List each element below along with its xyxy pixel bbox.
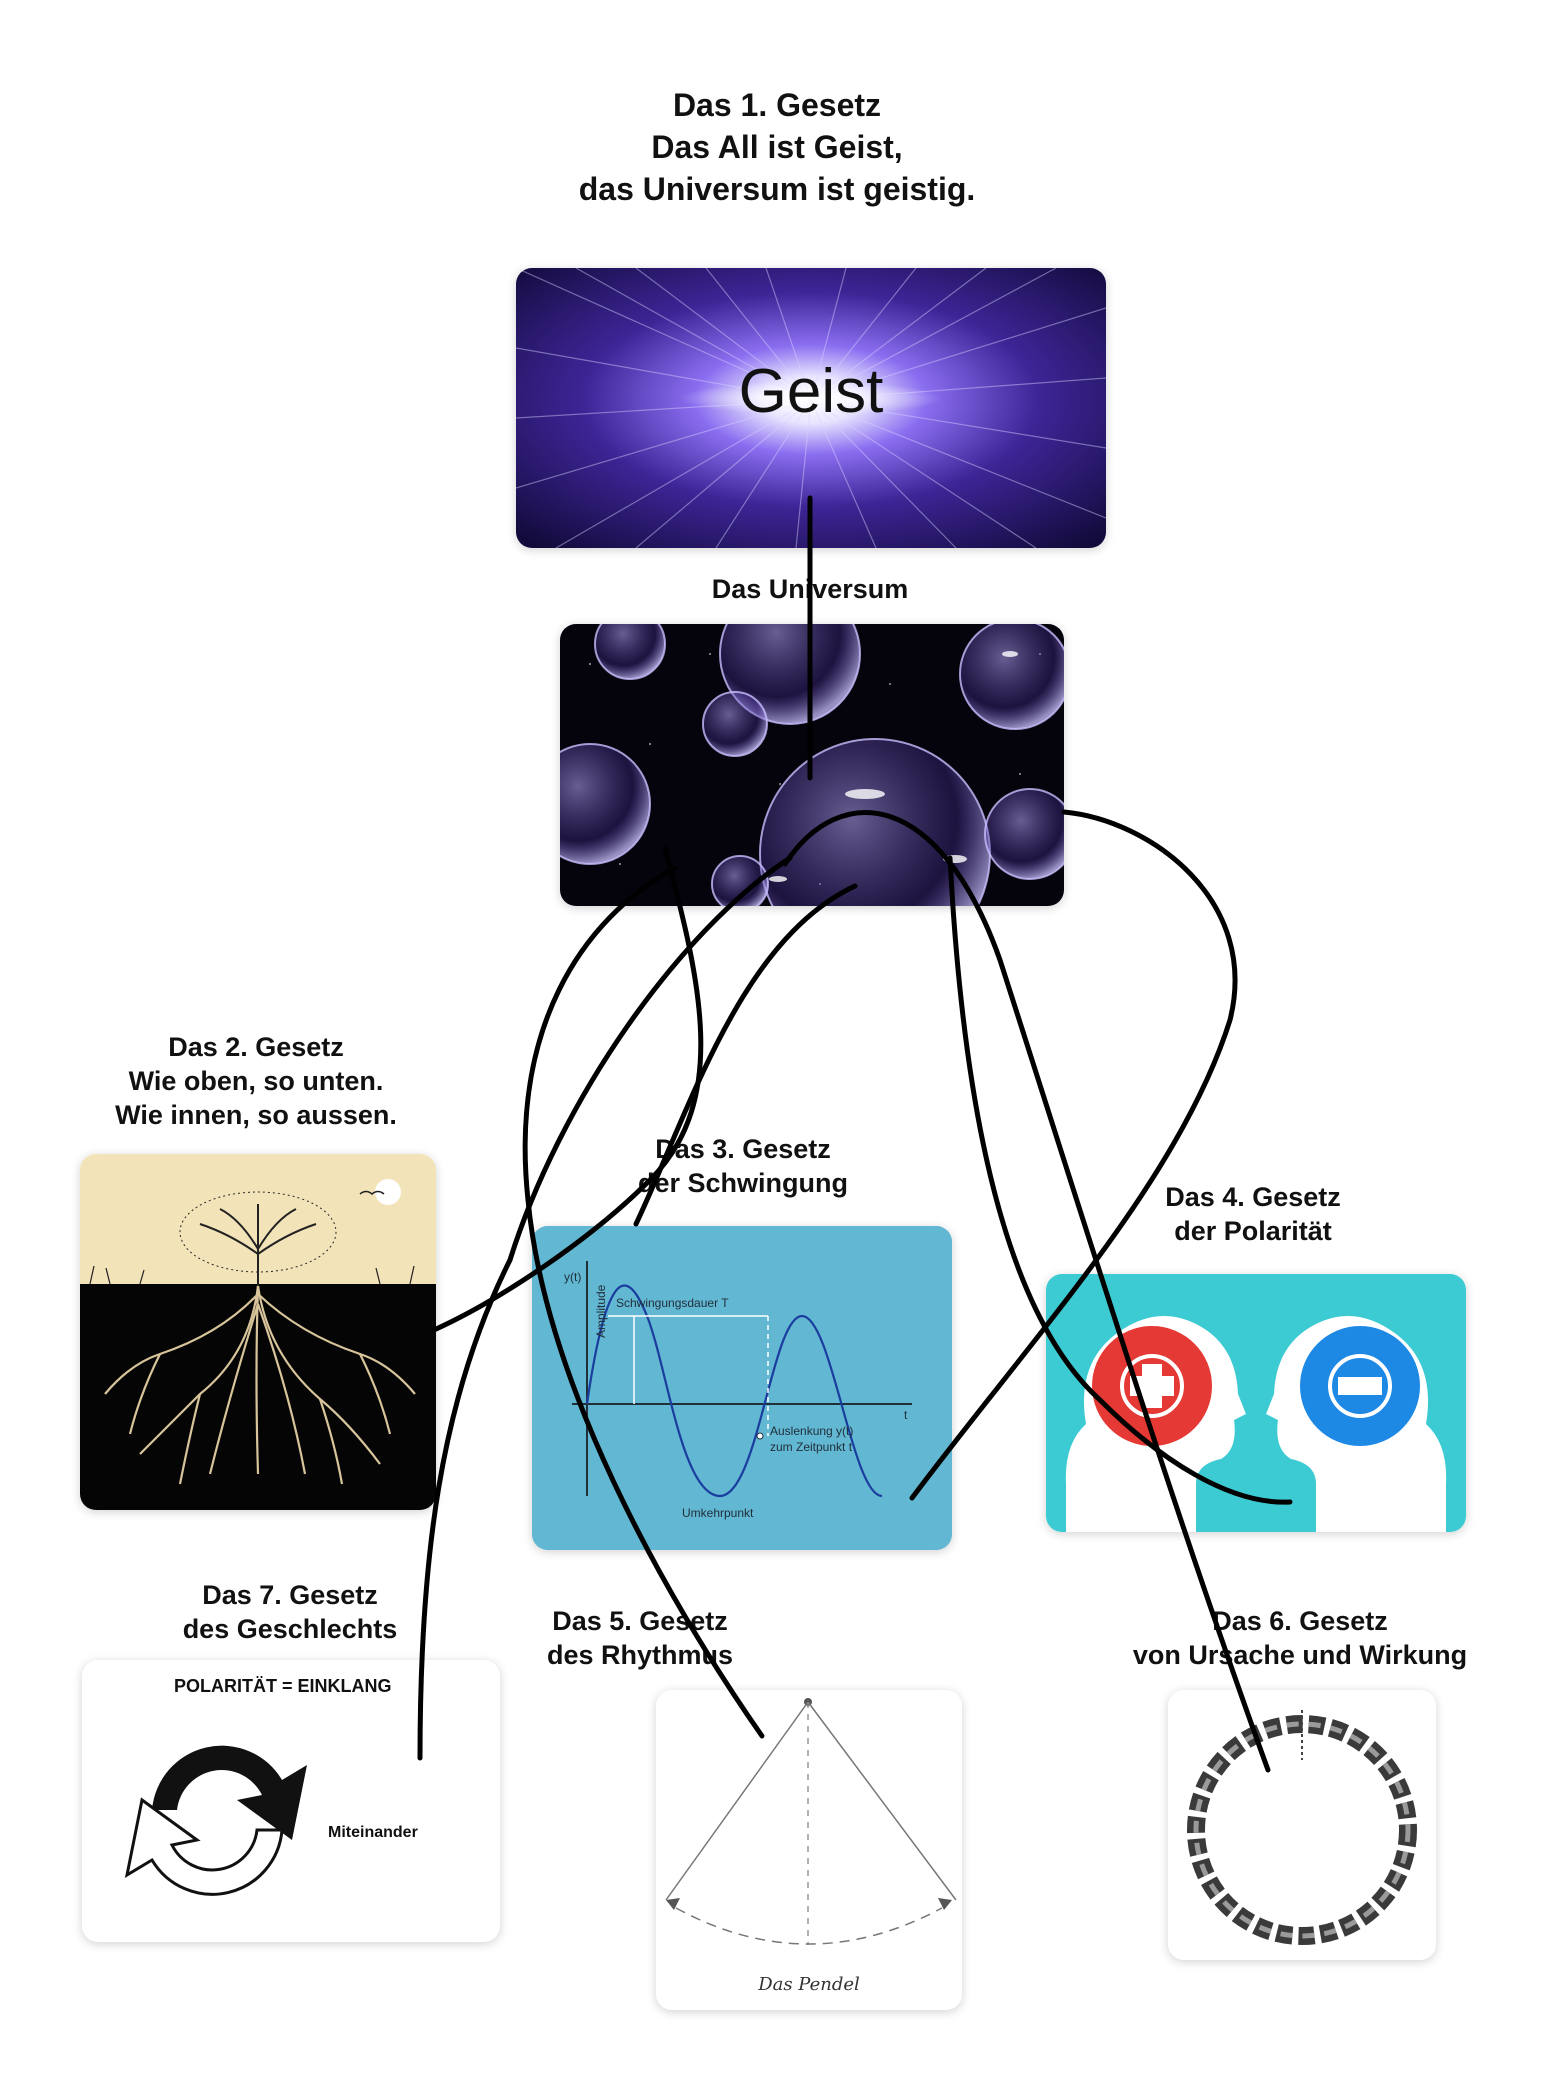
chain-necklace-image (1168, 1690, 1436, 1960)
law1-title: Das 1. Gesetz (672, 87, 882, 123)
pendulum-label: Das Pendel (758, 1974, 860, 1995)
geist-label: Geist (738, 357, 884, 426)
law5-caption: Das 5. Gesetz des Rhythmus (440, 1604, 840, 1672)
law1-caption: Das 1. Gesetz Das All ist Geist, das Uni… (477, 84, 1077, 210)
law6-line2: von Ursache und Wirkung (1132, 1640, 1468, 1670)
law2-tree-card[interactable] (80, 1154, 436, 1510)
tree-roots-image (80, 1154, 436, 1510)
polarity-heads-image (1046, 1274, 1466, 1532)
law3-line2: der Schwingung (637, 1168, 848, 1198)
universe-card[interactable] (560, 624, 1064, 906)
minus-icon (1328, 1354, 1392, 1418)
law7-card-title: POLARITÄT = EINKLANG (174, 1676, 392, 1696)
law4-line2: der Polarität (1174, 1216, 1332, 1246)
law5-line2: des Rhythmus (546, 1640, 734, 1670)
law6-caption: Das 6. Gesetz von Ursache und Wirkung (1100, 1604, 1500, 1672)
law3-title: Das 3. Gesetz (655, 1134, 831, 1164)
law4-caption: Das 4. Gesetz der Polarität (1053, 1180, 1453, 1248)
graph-deflection-label-1: Auslenkung y(t) (770, 1424, 854, 1438)
law3-oscillation-card[interactable]: y(t) t Schwingungsdauer T Amplitude Ausl… (532, 1226, 952, 1550)
law5-title: Das 5. Gesetz (552, 1606, 728, 1636)
bird-icon (359, 1190, 385, 1195)
law7-card-label: Miteinander (328, 1824, 418, 1841)
universe-caption: Das Universum (711, 574, 909, 604)
graph-period-label: Schwingungsdauer T (616, 1296, 729, 1310)
law4-title: Das 4. Gesetz (1165, 1182, 1341, 1212)
pendulum-drawing (656, 1690, 962, 2010)
law2-line3: Wie innen, so aussen. (115, 1100, 397, 1130)
graph-y-axis-label: y(t) (564, 1270, 582, 1284)
law6-chain-card[interactable] (1168, 1690, 1436, 1960)
graph-turning-point-label: Umkehrpunkt (682, 1506, 754, 1520)
law5-pendulum-card[interactable]: Das Pendel (656, 1690, 962, 2010)
law2-caption: Das 2. Gesetz Wie oben, so unten. Wie in… (56, 1030, 456, 1132)
graph-amplitude-label: Amplitude (594, 1284, 608, 1338)
geist-card[interactable]: Geist (516, 268, 1106, 548)
law7-caption: Das 7. Gesetz des Geschlechts (90, 1578, 490, 1646)
law4-polarity-card[interactable] (1046, 1274, 1466, 1532)
law2-title: Das 2. Gesetz (168, 1032, 344, 1062)
law1-line3: das Universum ist geistig. (578, 171, 976, 207)
plus-icon (1120, 1354, 1184, 1418)
graph-deflection-label-2: zum Zeitpunkt t (770, 1440, 853, 1454)
graph-t-axis-label: t (904, 1408, 908, 1422)
bubble-universes-image (560, 624, 1064, 906)
law1-line2: Das All ist Geist, (651, 129, 903, 165)
law2-line2: Wie oben, so unten. (128, 1066, 384, 1096)
law6-title: Das 6. Gesetz (1212, 1606, 1388, 1636)
oscillation-graph (532, 1226, 952, 1550)
law7-line2: des Geschlechts (182, 1614, 398, 1644)
cycle-arrows-icon (124, 1745, 307, 1896)
law7-title: Das 7. Gesetz (202, 1580, 378, 1610)
law3-caption: Das 3. Gesetz der Schwingung (543, 1132, 943, 1200)
law7-harmony-card[interactable]: POLARITÄT = EINKLANG Miteinander (82, 1660, 500, 1942)
